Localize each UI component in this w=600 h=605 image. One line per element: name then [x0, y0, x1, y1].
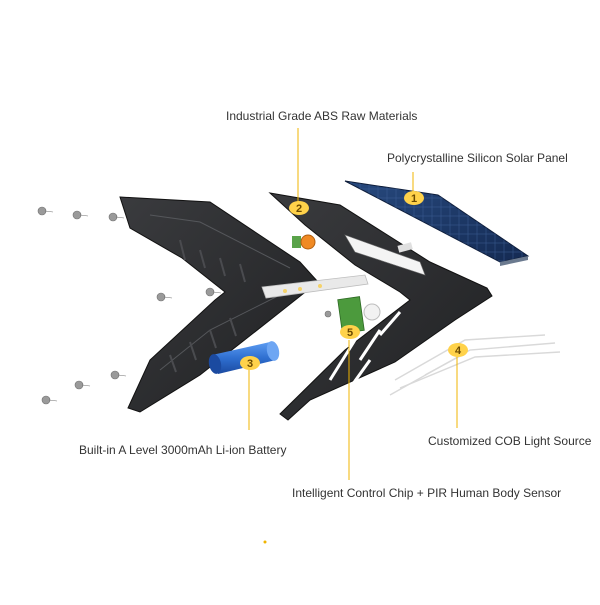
screw	[41, 395, 58, 405]
badge-solar: 1	[404, 191, 424, 205]
connector-part	[292, 234, 316, 250]
cob-light-source	[389, 334, 561, 396]
badge-abs: 2	[289, 201, 309, 215]
back-housing	[119, 196, 319, 413]
screw	[74, 380, 91, 390]
pir-sensor-board	[337, 296, 381, 334]
badge-cob: 4	[448, 343, 468, 357]
screw	[156, 292, 173, 302]
screw	[205, 287, 222, 297]
svg-text:2: 2	[296, 203, 302, 215]
screws	[37, 206, 332, 405]
label-abs: Industrial Grade ABS Raw Materials	[226, 109, 418, 123]
screw	[324, 310, 332, 318]
screw	[37, 206, 54, 216]
screw	[72, 210, 89, 220]
label-battery: Built-in A Level 3000mAh Li-ion Battery	[79, 443, 287, 457]
solar-panel	[344, 180, 530, 266]
screw	[110, 370, 127, 380]
svg-text:1: 1	[411, 193, 417, 205]
front-housing	[268, 192, 493, 421]
label-chip: Intelligent Control Chip + PIR Human Bod…	[292, 486, 562, 500]
screw	[108, 212, 125, 222]
svg-text:5: 5	[347, 327, 353, 339]
svg-text:4: 4	[455, 345, 462, 357]
svg-text:3: 3	[247, 358, 253, 370]
badge-battery: 3	[240, 356, 260, 370]
led-strip	[261, 274, 369, 299]
label-solar: Polycrystalline Silicon Solar Panel	[387, 151, 568, 165]
label-cob: Customized COB Light Source	[428, 434, 592, 448]
badge-chip: 5	[340, 325, 360, 339]
callout-lines	[248, 128, 458, 480]
decorative-dot	[263, 540, 267, 544]
